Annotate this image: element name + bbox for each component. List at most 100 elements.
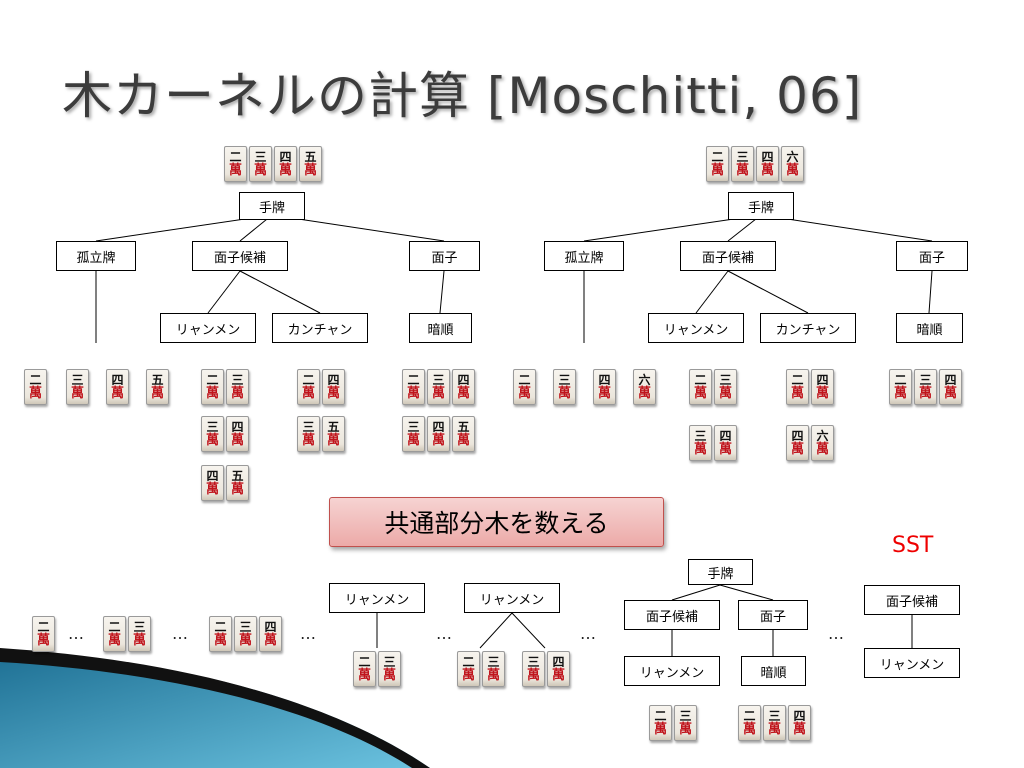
tile-suit: 萬 (253, 163, 267, 178)
tile-suit: 萬 (278, 163, 292, 178)
mahjong-tile: 三萬 (689, 425, 712, 461)
mahjong-tile: 三萬 (378, 651, 401, 687)
tile-suit: 萬 (431, 386, 445, 401)
mahjong-tile: 二萬 (32, 616, 55, 652)
right-isolated-node: 孤立牌 (544, 241, 624, 271)
mahjong-tile: 四萬 (226, 416, 249, 452)
tree-edge (671, 584, 721, 601)
tree-edge (695, 270, 729, 314)
tile-number: 四 (111, 373, 124, 387)
mahjong-tile: 四萬 (201, 465, 224, 501)
tile-number: 二 (214, 620, 227, 634)
tree-edge (207, 270, 241, 314)
mahjong-tile: 三萬 (731, 146, 754, 182)
sub-ryanmen-node-b: リャンメン (464, 583, 560, 613)
mahjong-tile: 四萬 (939, 369, 962, 405)
mahjong-tile: 二萬 (689, 369, 712, 405)
tile-suit: 萬 (213, 633, 227, 648)
tile-suit: 萬 (943, 386, 957, 401)
mahjong-tile: 五萬 (146, 369, 169, 405)
tile-suit: 萬 (301, 433, 315, 448)
mahjong-tile: 五萬 (226, 465, 249, 501)
tile-number: 三 (239, 620, 252, 634)
count-common-subtrees-callout: 共通部分木を数える (329, 497, 664, 547)
tile-suit: 萬 (526, 668, 540, 683)
mahjong-tile: 三萬 (201, 416, 224, 452)
mahjong-tile: 四萬 (452, 369, 475, 405)
tile-number: 二 (743, 709, 756, 723)
callout-text: 共通部分木を数える (384, 509, 609, 538)
tile-suit: 萬 (678, 722, 692, 737)
ellipsis: … (580, 624, 596, 643)
tile-suit: 萬 (28, 386, 42, 401)
tile-number: 四 (793, 709, 806, 723)
tile-number: 三 (919, 373, 932, 387)
tile-number: 二 (37, 620, 50, 634)
sst-candidates-node: 面子候補 (864, 585, 960, 615)
mahjong-tile: 三萬 (674, 705, 697, 741)
tile-number: 三 (432, 373, 445, 387)
mahjong-tile: 三萬 (427, 369, 450, 405)
mahjong-tile: 四萬 (259, 616, 282, 652)
mahjong-tile: 二萬 (209, 616, 232, 652)
tile-number: 三 (383, 655, 396, 669)
mahjong-tile: 二萬 (224, 146, 247, 182)
mahjong-tile: 五萬 (452, 416, 475, 452)
tile-suit: 萬 (70, 386, 84, 401)
tile-suit: 萬 (653, 722, 667, 737)
tile-number: 六 (816, 429, 829, 443)
right-hand-node: 手牌 (728, 192, 794, 220)
tile-suit: 萬 (893, 386, 907, 401)
tile-suit: 萬 (718, 442, 732, 457)
mahjong-tile: 四萬 (811, 369, 834, 405)
tile-number: 三 (71, 373, 84, 387)
mahjong-tile: 三萬 (66, 369, 89, 405)
tile-suit: 萬 (406, 386, 420, 401)
mahjong-tile: 二萬 (457, 651, 480, 687)
tile-number: 二 (654, 709, 667, 723)
tile-number: 四 (264, 620, 277, 634)
tile-number: 四 (944, 373, 957, 387)
sub-candidates-node: 面子候補 (624, 600, 720, 630)
mahjong-tile: 二萬 (103, 616, 126, 652)
tile-number: 三 (679, 709, 692, 723)
left-ryanmen-node: リャンメン (160, 313, 256, 343)
tree-edge (439, 270, 445, 314)
tile-suit: 萬 (326, 386, 340, 401)
tile-suit: 萬 (815, 442, 829, 457)
tile-number: 三 (719, 373, 732, 387)
tile-number: 二 (108, 620, 121, 634)
mahjong-tile: 三萬 (714, 369, 737, 405)
tile-suit: 萬 (238, 633, 252, 648)
mahjong-tile: 三萬 (553, 369, 576, 405)
tile-suit: 萬 (230, 433, 244, 448)
mahjong-tile: 四萬 (322, 369, 345, 405)
tile-number: 二 (791, 373, 804, 387)
left-isolated-node: 孤立牌 (56, 241, 136, 271)
tile-suit: 萬 (785, 163, 799, 178)
mahjong-tile: 四萬 (756, 146, 779, 182)
mahjong-tile: 六萬 (811, 425, 834, 461)
left-meld-node: 面子 (409, 241, 480, 271)
tile-suit: 萬 (815, 386, 829, 401)
right-candidates-node: 面子候補 (680, 241, 776, 271)
tile-number: 四 (791, 429, 804, 443)
tile-suit: 萬 (461, 668, 475, 683)
tile-suit: 萬 (230, 482, 244, 497)
tile-number: 三 (694, 429, 707, 443)
tile-number: 四 (719, 429, 732, 443)
tile-suit: 萬 (263, 633, 277, 648)
mahjong-tile: 二萬 (201, 369, 224, 405)
tile-suit: 萬 (918, 386, 932, 401)
tile-number: 二 (407, 373, 420, 387)
tile-number: 三 (736, 150, 749, 164)
tree-edge (928, 270, 933, 314)
tile-number: 五 (327, 420, 340, 434)
tile-suit: 萬 (431, 433, 445, 448)
sub-ryanmen-node-c: リャンメン (624, 656, 720, 686)
tree-edge (239, 270, 321, 314)
sub-meld-node: 面子 (738, 600, 808, 630)
mahjong-tile: 三萬 (249, 146, 272, 182)
tile-suit: 萬 (228, 163, 242, 178)
